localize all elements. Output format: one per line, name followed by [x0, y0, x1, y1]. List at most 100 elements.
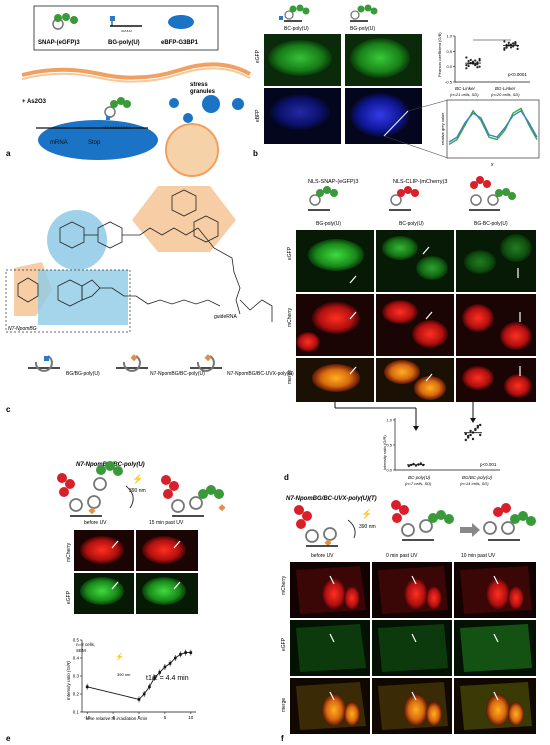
intensity-sub-0: (n=7 cells, SD): [405, 481, 432, 486]
intensity-point: [469, 433, 472, 437]
profile-series-green: [448, 107, 538, 146]
kinetics-point: [142, 692, 146, 696]
pearson-cat-1: BG-Linker: [495, 86, 516, 91]
kinetics-xtick-label: 0: [138, 715, 141, 720]
kinetics-xtick-label: 10: [188, 715, 194, 720]
pearson-point: [478, 59, 481, 62]
ebfp-g3bp1-icon: [168, 15, 194, 29]
guide-rna-label: guideRNA: [214, 314, 237, 320]
stop-label: Stop: [88, 140, 101, 146]
panel-f: N7-NpomBG/BC-UVX-poly(U)(T) ⚡ 390 nm bef…: [281, 496, 536, 743]
col-d-0: BG-poly(U): [316, 221, 341, 227]
npom-hexagon: [132, 186, 236, 252]
uv-label-e: 390 nm: [129, 488, 146, 494]
pearson-point: [478, 57, 481, 61]
kinetics-point: [148, 685, 151, 689]
intensity-point: [419, 462, 422, 465]
bg-polyu-icon: [110, 16, 142, 27]
col-bg-polyu: BG-poly(U): [350, 26, 375, 32]
pearson-ytick-label: 0.0: [446, 64, 452, 69]
construct-label-0: BG/BG-poly(U): [66, 371, 100, 377]
intensity-point: [464, 438, 467, 442]
kinetics-xlabel: time relative to irradiation / min: [86, 716, 148, 721]
granule-4: [232, 98, 244, 110]
pearson-point: [476, 63, 479, 66]
row-egfp-e: eGFP: [66, 590, 72, 604]
kinetics-ytick-label: 0.4: [73, 656, 80, 661]
intensity-point: [476, 424, 479, 428]
micro-grid-f: [290, 562, 536, 734]
polya-text: AAAAAAAAAA: [104, 125, 131, 130]
kinetics-point: [184, 651, 187, 654]
kinetics-point: [137, 698, 141, 701]
panel-f-title: N7-NpomBG/BC-UVX-poly(U)(T): [286, 496, 377, 502]
profile-xlabel: x: [490, 162, 494, 168]
panel-a: SNAP-(eGFP)3 BG-poly(U) eBFP-G3BP1 UUUUU…: [6, 5, 251, 177]
intensity-point: [471, 437, 475, 441]
intensity-ytick-label: 0.0: [386, 468, 392, 473]
snap-bound-icon: [104, 97, 131, 120]
legend-snap-label: SNAP-(eGFP)3: [38, 40, 80, 46]
kinetics-point: [163, 665, 167, 669]
pearson-point: [512, 42, 515, 45]
granule-2: [202, 95, 220, 113]
nucleus-a: [165, 123, 219, 177]
intensity-point: [407, 464, 410, 468]
panel-c: guideRNA N7-NpomBG BG/BG-poly(U) N7-Npom…: [5, 186, 294, 414]
arrows-d: [349, 246, 521, 382]
profile-line: [383, 110, 409, 137]
row-egfp-d: eGFP: [287, 246, 293, 260]
kinetics-ylabel: Intensity ratio (G/R): [66, 660, 71, 700]
pearson-point: [476, 66, 479, 69]
header-snap-d: NLS-SNAP-(eGFP)3: [308, 179, 358, 185]
intensity-ytick-label: 0.5: [386, 443, 392, 448]
pearson-point: [469, 58, 472, 62]
pearson-ytick-label: 0.5: [446, 49, 452, 54]
profile-series-blue: [448, 109, 538, 143]
pearson-ylabel: Pearson coefficient (G/B): [437, 32, 442, 77]
intensity-point: [479, 433, 482, 437]
pearson-chart: -0.50.00.51.0: [445, 34, 530, 85]
kinetics-ytick-label: 0.5: [73, 638, 80, 643]
progress-arrow-f: [460, 523, 480, 537]
intensity-point: [474, 427, 477, 431]
col-e-0: before UV: [84, 520, 107, 526]
pearson-point: [465, 64, 468, 67]
bc-polyu-construct-b: [279, 4, 310, 22]
pearson-sub-0: (n=21 cells, SD): [450, 92, 479, 97]
granules-label: granules: [190, 89, 216, 95]
construct-icon-d3: [469, 176, 516, 211]
arrows-f: [329, 575, 499, 701]
col-d-1: BC-poly(U): [399, 221, 424, 227]
construct-npom-bc: [116, 354, 148, 372]
pearson-point: [516, 47, 519, 50]
chemical-structure: [17, 189, 273, 322]
intensity-ytick-label: 1.0: [386, 418, 392, 423]
row-egfp-f: eGFP: [281, 637, 287, 651]
panel-letter-a: a: [6, 149, 11, 158]
intensity-sub-1: (n=14 cells, SD): [460, 481, 489, 486]
panel-d: NLS-SNAP-(eGFP)3 NLS-CLIP-(mCherry)3 BG-…: [284, 176, 536, 486]
row-mcherry-f: mCherry: [281, 575, 287, 595]
arrows-e: [111, 540, 181, 590]
intensity-ylabel: Intensity ratio (G/R): [382, 435, 387, 470]
col-d-2: BG-BC-poly(U): [474, 221, 508, 227]
col-f-1: 0 min past UV: [386, 553, 418, 559]
stress-label: stress: [190, 82, 208, 88]
row-merge-d: merge: [287, 370, 293, 384]
mrna-label: mRNA: [50, 140, 68, 146]
arsenite-label: + As2O3: [22, 99, 47, 105]
pearson-point: [509, 46, 513, 49]
intensity-p: p<0.001: [480, 462, 497, 467]
pearson-point: [474, 59, 477, 62]
col-e-1: 15 min past UV: [149, 520, 184, 526]
pearson-point: [503, 40, 506, 43]
panel-letter-d: d: [284, 473, 289, 482]
legend-box-a: [33, 5, 219, 51]
col-f-0: before UV: [311, 553, 334, 559]
pearson-point: [507, 41, 510, 44]
kinetics-point: [85, 685, 89, 689]
snap-egfp-icon: [52, 13, 78, 30]
legend-ebfp-label: eBFP-G3BP1: [161, 40, 199, 46]
